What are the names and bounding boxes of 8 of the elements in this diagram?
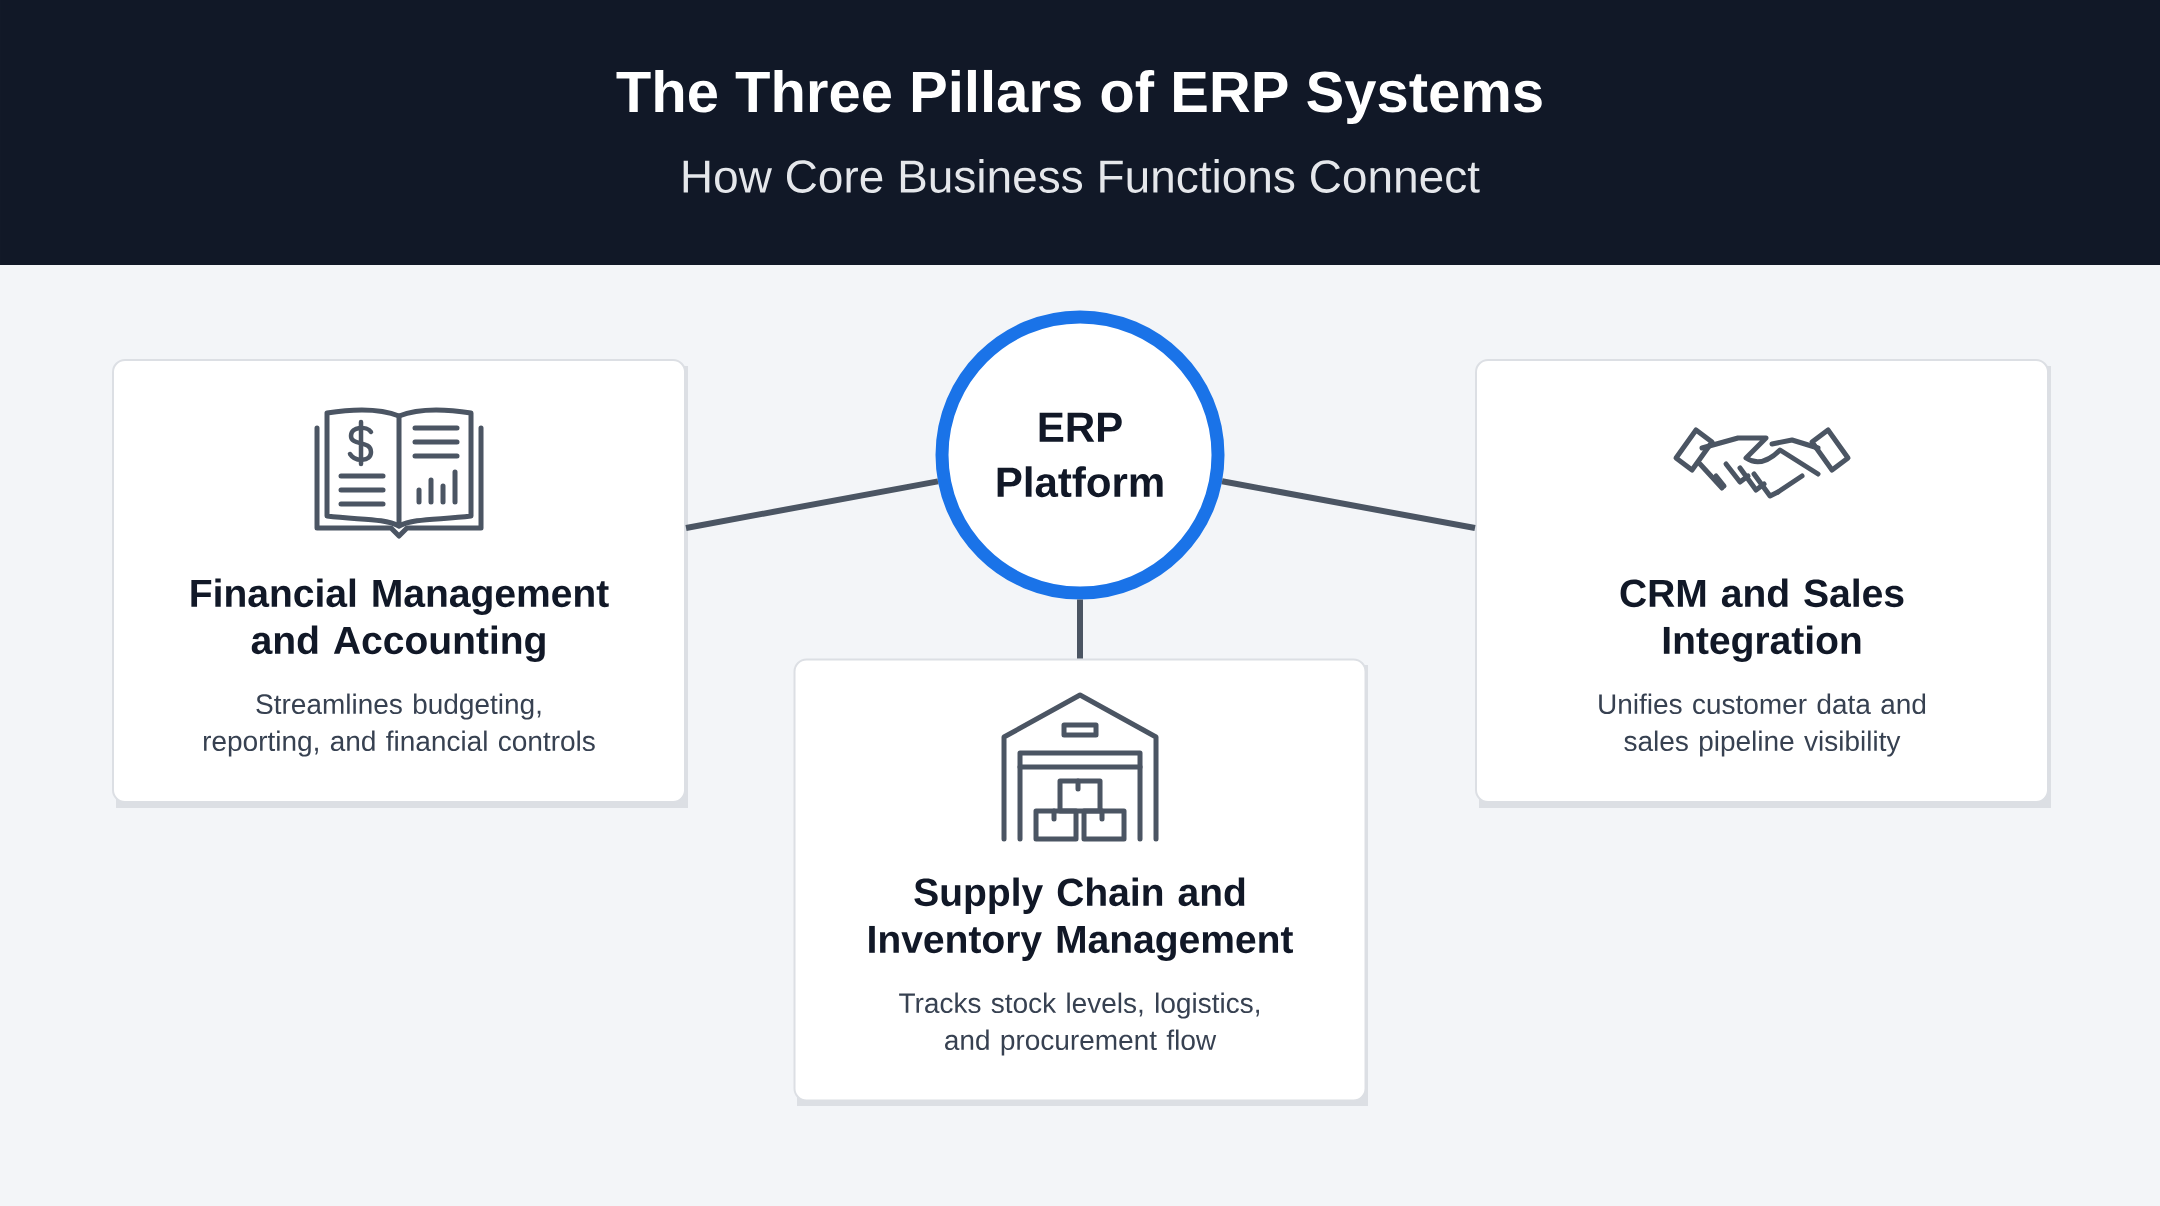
connector-line [685,478,939,531]
card: Financial Management and Accounting Streamlines budgeting, reporting, and financial controls [112,359,686,803]
connector-line [1077,599,1083,659]
card: CRM and Sales Integration Unifies customer data and sales pipeline visibility [1475,359,2049,803]
subtitle: How Core Business Functions Connect [683,159,1480,193]
card: Supply Chain and Inventory Management Tracks stock levels, logistics, and procurement flow [793,658,1367,1102]
title: The Three Pillars of ERP Systems [616,69,1542,124]
connector-line [1221,478,1476,531]
